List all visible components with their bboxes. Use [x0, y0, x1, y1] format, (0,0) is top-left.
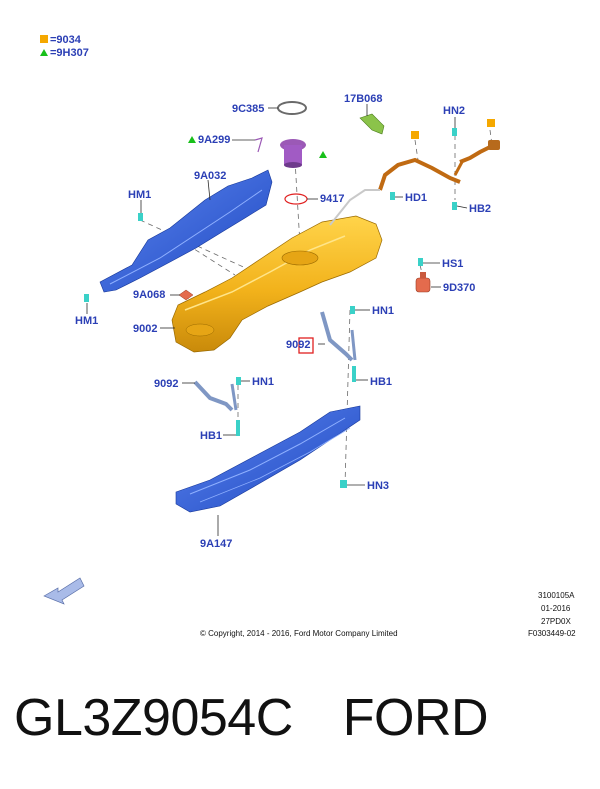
- bracket-17b068: [359, 113, 385, 135]
- fasteners: [84, 128, 457, 488]
- callout-hd1: HD1: [405, 192, 427, 204]
- callout-17b068: 17B068: [344, 93, 383, 105]
- callout-hb2: HB2: [469, 203, 491, 215]
- callouts: 9C385 17B068 HN2 9A299 9A032 HM1 9417 HD…: [75, 93, 491, 550]
- callout-9092-right: 9092: [286, 339, 310, 351]
- square-marker-icon: [411, 131, 419, 139]
- strap-9092-left: [193, 380, 238, 412]
- copyright-text: © Copyright, 2014 - 2016, Ford Motor Com…: [200, 629, 398, 638]
- callout-triangle-icon: [188, 136, 196, 143]
- lock-ring-9c385: [277, 101, 307, 115]
- hose-end-fitting: [488, 140, 500, 150]
- skid-plate-9a147: [175, 405, 361, 513]
- fastener-hn1-left: [236, 377, 241, 385]
- square-marker-icon: [487, 119, 495, 127]
- fastener-hn2: [452, 128, 457, 136]
- part-title: GL3Z9054C FORD: [14, 688, 594, 758]
- callout-hm1-top: HM1: [128, 189, 151, 201]
- callout-hb1-right: HB1: [370, 376, 392, 388]
- fastener-hs1: [418, 258, 423, 266]
- callout-hn1-left: HN1: [252, 376, 274, 388]
- callout-9417: 9417: [320, 193, 344, 205]
- fuel-pump-module-9a299: [254, 137, 306, 168]
- legend-square-icon: [40, 35, 48, 43]
- triangle-marker-icon: [319, 151, 327, 158]
- strap-9092-right: [320, 311, 357, 362]
- callout-9002: 9002: [133, 323, 157, 335]
- fastener-hm1-top: [138, 213, 143, 221]
- seal-9417: [284, 193, 308, 205]
- callout-hs1: HS1: [442, 258, 463, 270]
- legend-9034-label: =9034: [50, 34, 82, 46]
- fastener-hm1-bottom: [84, 294, 89, 302]
- revision-date: 01-2016: [541, 604, 571, 613]
- leader-lines: [86, 104, 468, 536]
- filler-hose-assembly: [329, 140, 500, 226]
- legend: =9034 =9H307: [40, 34, 89, 59]
- heat-shield-9a032: [99, 169, 273, 293]
- fastener-hn1-right: [350, 306, 355, 314]
- fuel-tank-9002: [171, 215, 383, 353]
- callout-hn3: HN3: [367, 480, 389, 492]
- parts-diagram: =9034 =9H307: [40, 34, 576, 638]
- direction-arrow-icon: [43, 577, 85, 605]
- sensor-9d370: [415, 272, 431, 293]
- fastener-hb1-left: [236, 420, 240, 436]
- fastener-hb1-right: [352, 366, 356, 382]
- callout-9d370: 9D370: [443, 282, 475, 294]
- model-code: 27PD0X: [541, 617, 571, 626]
- ref-code: 3100105A: [538, 591, 575, 600]
- part-9a068: [178, 289, 194, 301]
- part-number: GL3Z9054C: [14, 689, 293, 747]
- diagram-footer: 3100105A 01-2016 27PD0X F0303449-02 © Co…: [200, 591, 576, 638]
- callout-9a068: 9A068: [133, 289, 165, 301]
- callout-hb1-left: HB1: [200, 430, 222, 442]
- callout-hm1-bottom: HM1: [75, 315, 98, 327]
- figure-id: F0303449-02: [528, 629, 576, 638]
- brand-name: FORD: [342, 689, 489, 747]
- fastener-hd1: [390, 192, 395, 200]
- callout-9a032: 9A032: [194, 170, 226, 182]
- callout-hn2: HN2: [443, 105, 465, 117]
- callout-hn1-right: HN1: [372, 305, 394, 317]
- highlight-box: [298, 337, 314, 354]
- legend-9h307-label: =9H307: [50, 47, 89, 59]
- fastener-hb2: [452, 202, 457, 210]
- callout-9a299: 9A299: [198, 134, 230, 146]
- callout-9a147: 9A147: [200, 538, 232, 550]
- callout-9c385: 9C385: [232, 103, 264, 115]
- fastener-hn3: [340, 480, 347, 488]
- legend-triangle-icon: [40, 49, 48, 56]
- callout-9092-left: 9092: [154, 378, 178, 390]
